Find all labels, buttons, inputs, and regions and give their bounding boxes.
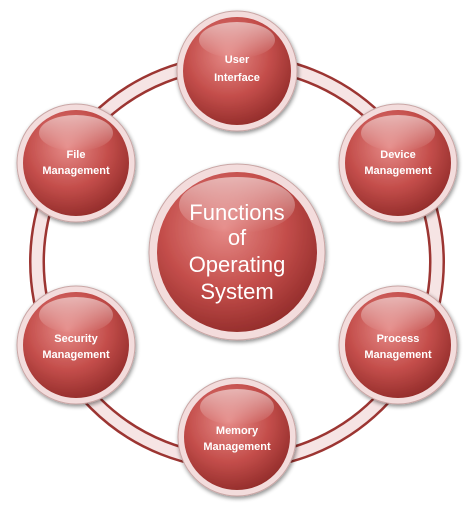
node-file-management-label-1: File (67, 149, 86, 161)
node-file-management: File Management (16, 103, 136, 223)
node-user-interface-label-2: Interface (214, 72, 260, 84)
center-node: Functions of Operating System (148, 163, 326, 341)
node-security-management: Security Management (16, 285, 136, 405)
node-process-management-label-2: Management (364, 349, 432, 361)
node-security-management-label-1: Security (54, 333, 98, 345)
node-device-management-label-1: Device (380, 149, 415, 161)
center-label-line-4: System (200, 279, 273, 304)
node-security-management-label-2: Management (42, 349, 110, 361)
node-memory-management: Memory Management (177, 377, 297, 497)
node-device-management-label-2: Management (364, 165, 432, 177)
node-memory-management-label-1: Memory (216, 425, 259, 437)
center-label-line-2: of (228, 225, 247, 250)
center-label-line-3: Operating (189, 252, 286, 277)
node-user-interface-label-1: User (225, 54, 250, 66)
node-memory-management-label-2: Management (203, 441, 271, 453)
node-process-management-label-1: Process (377, 333, 420, 345)
center-label-line-1: Functions (189, 200, 284, 225)
node-file-management-label-2: Management (42, 165, 110, 177)
node-user-interface: User Interface (176, 10, 298, 132)
node-process-management: Process Management (338, 285, 458, 405)
node-device-management: Device Management (338, 103, 458, 223)
